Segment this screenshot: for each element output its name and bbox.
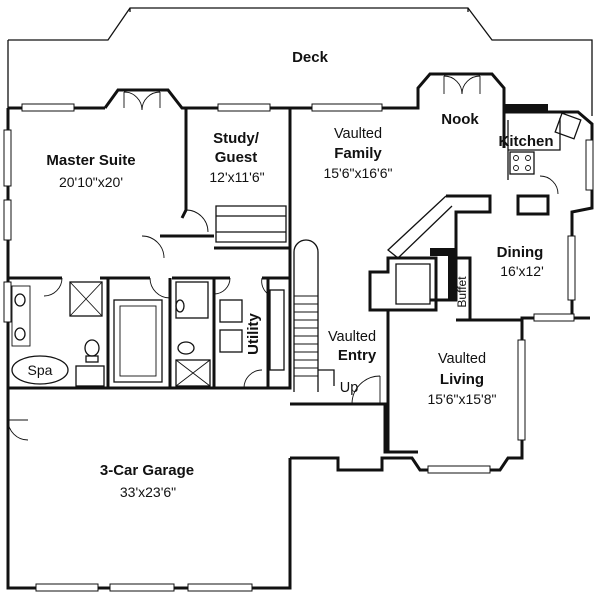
master-suite-label: Master Suite — [46, 152, 135, 169]
kitchen-label: Kitchen — [498, 133, 553, 150]
dining-dimensions: 16'x12' — [500, 263, 544, 279]
living-label: Living — [440, 371, 484, 388]
garage-dimensions: 33'x23'6" — [120, 484, 176, 500]
living-dimensions: 15'6"x15'8" — [427, 391, 496, 407]
deck — [7, 7, 593, 116]
family-label: Family — [334, 145, 382, 162]
windows — [3, 103, 594, 592]
entry-prefix: Vaulted — [328, 329, 376, 345]
spa-label: Spa — [28, 362, 53, 378]
family-dimensions: 15'6"x16'6" — [323, 165, 392, 181]
fixtures — [11, 104, 582, 387]
study-label-line1: Study/ — [213, 130, 260, 147]
study-dimensions: 12'x11'6" — [209, 169, 264, 185]
doors — [7, 75, 559, 441]
study-label-line2: Guest — [215, 149, 258, 166]
stairs-up-label: Up — [340, 380, 359, 396]
buffet-label: Buffet — [455, 276, 469, 308]
deck-label: Deck — [292, 49, 329, 66]
family-prefix: Vaulted — [334, 126, 382, 142]
stairs — [293, 239, 335, 392]
garage-label: 3-Car Garage — [100, 462, 194, 479]
master-suite-dimensions: 20'10"x20' — [59, 174, 123, 190]
interior-walls — [8, 108, 561, 452]
room-labels: Deck Nook Kitchen Study/ Guest 12'x11'6"… — [28, 49, 554, 500]
living-prefix: Vaulted — [438, 351, 486, 367]
dining-label: Dining — [497, 244, 544, 261]
utility-label: Utility — [245, 313, 262, 355]
entry-label: Entry — [338, 347, 377, 364]
nook-label: Nook — [441, 111, 479, 128]
